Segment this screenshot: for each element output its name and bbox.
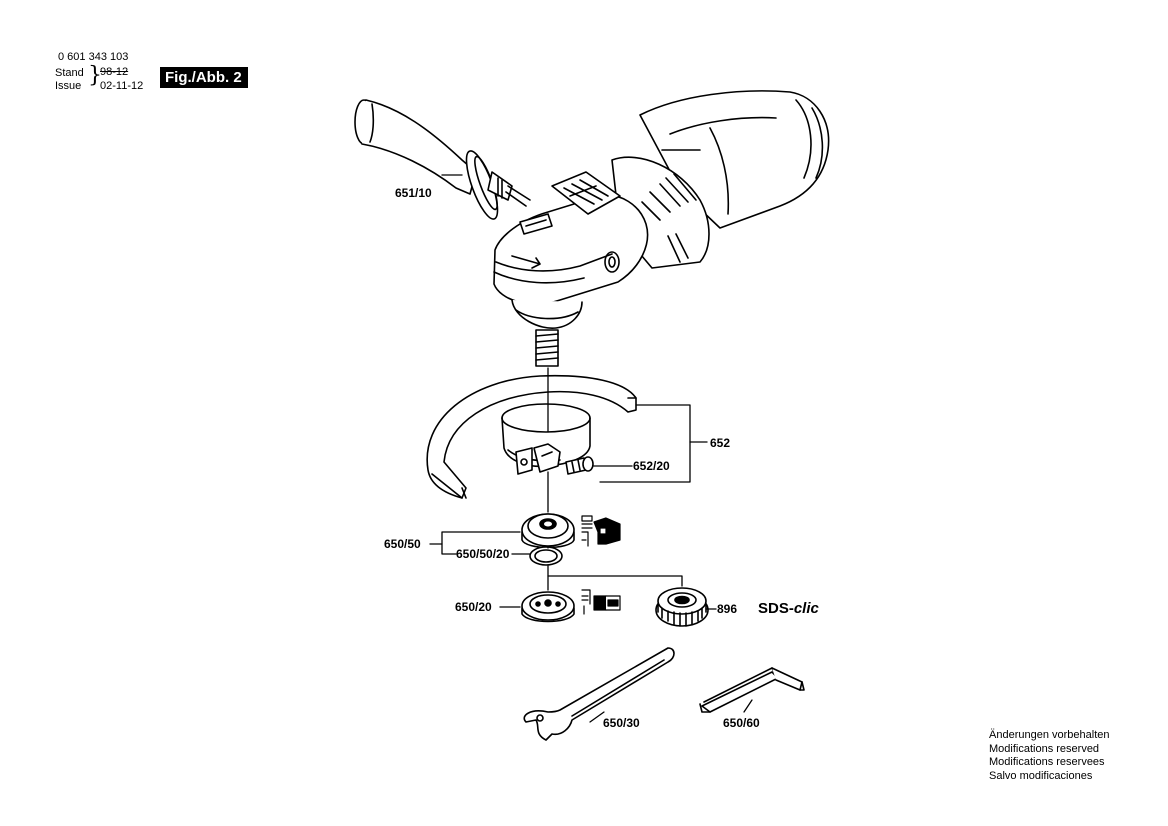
label-quick-nut: 896 (717, 602, 737, 616)
hex-key (699, 667, 805, 713)
stand-date-struck: 98-12 (100, 66, 129, 78)
grinder-body (493, 90, 830, 367)
brace-glyph: } (88, 63, 102, 88)
leader-lines (429, 174, 753, 723)
label-clamping-nut: 650/20 (455, 600, 492, 614)
note-es: Salvo modificaciones (989, 769, 1093, 782)
two-pin-spanner (523, 647, 675, 741)
mounting-flange (521, 513, 575, 549)
quick-clamping-nut (655, 587, 709, 627)
issue-label: Issue (55, 80, 82, 92)
note-fr: Modifications reservees (989, 756, 1105, 768)
auxiliary-handle (354, 99, 531, 220)
label-spanner: 650/30 (603, 716, 640, 730)
label-flange-set: 650/50 (384, 537, 421, 551)
sds-prefix: SDS- (758, 600, 794, 617)
note-en: Modifications reserved (989, 742, 1100, 755)
note-de: Änderungen vorbehalten (989, 729, 1110, 741)
figure-badge: Fig./Abb. 2 (160, 67, 248, 88)
nut-section-icon (581, 589, 621, 615)
o-ring (529, 546, 563, 566)
clamping-nut (521, 591, 575, 623)
label-handle: 651/10 (395, 186, 432, 200)
sds-suffix: clic (794, 600, 820, 617)
notes-block: Änderungen vorbehalten Modifications res… (989, 729, 1109, 783)
label-guard-screw: 652/20 (633, 459, 670, 473)
label-hex-key: 650/60 (723, 716, 760, 730)
stand-label: Stand (55, 67, 84, 79)
label-o-ring: 650/50/20 (456, 547, 510, 561)
label-guard: 652 (710, 436, 730, 450)
wheel-guard (426, 374, 637, 499)
issue-date: 02-11-12 (100, 80, 144, 92)
flange-section-icon (581, 515, 621, 547)
sds-clic-logo: SDS-clic (758, 600, 820, 617)
part-number: 0 601 343 103 (58, 51, 129, 63)
